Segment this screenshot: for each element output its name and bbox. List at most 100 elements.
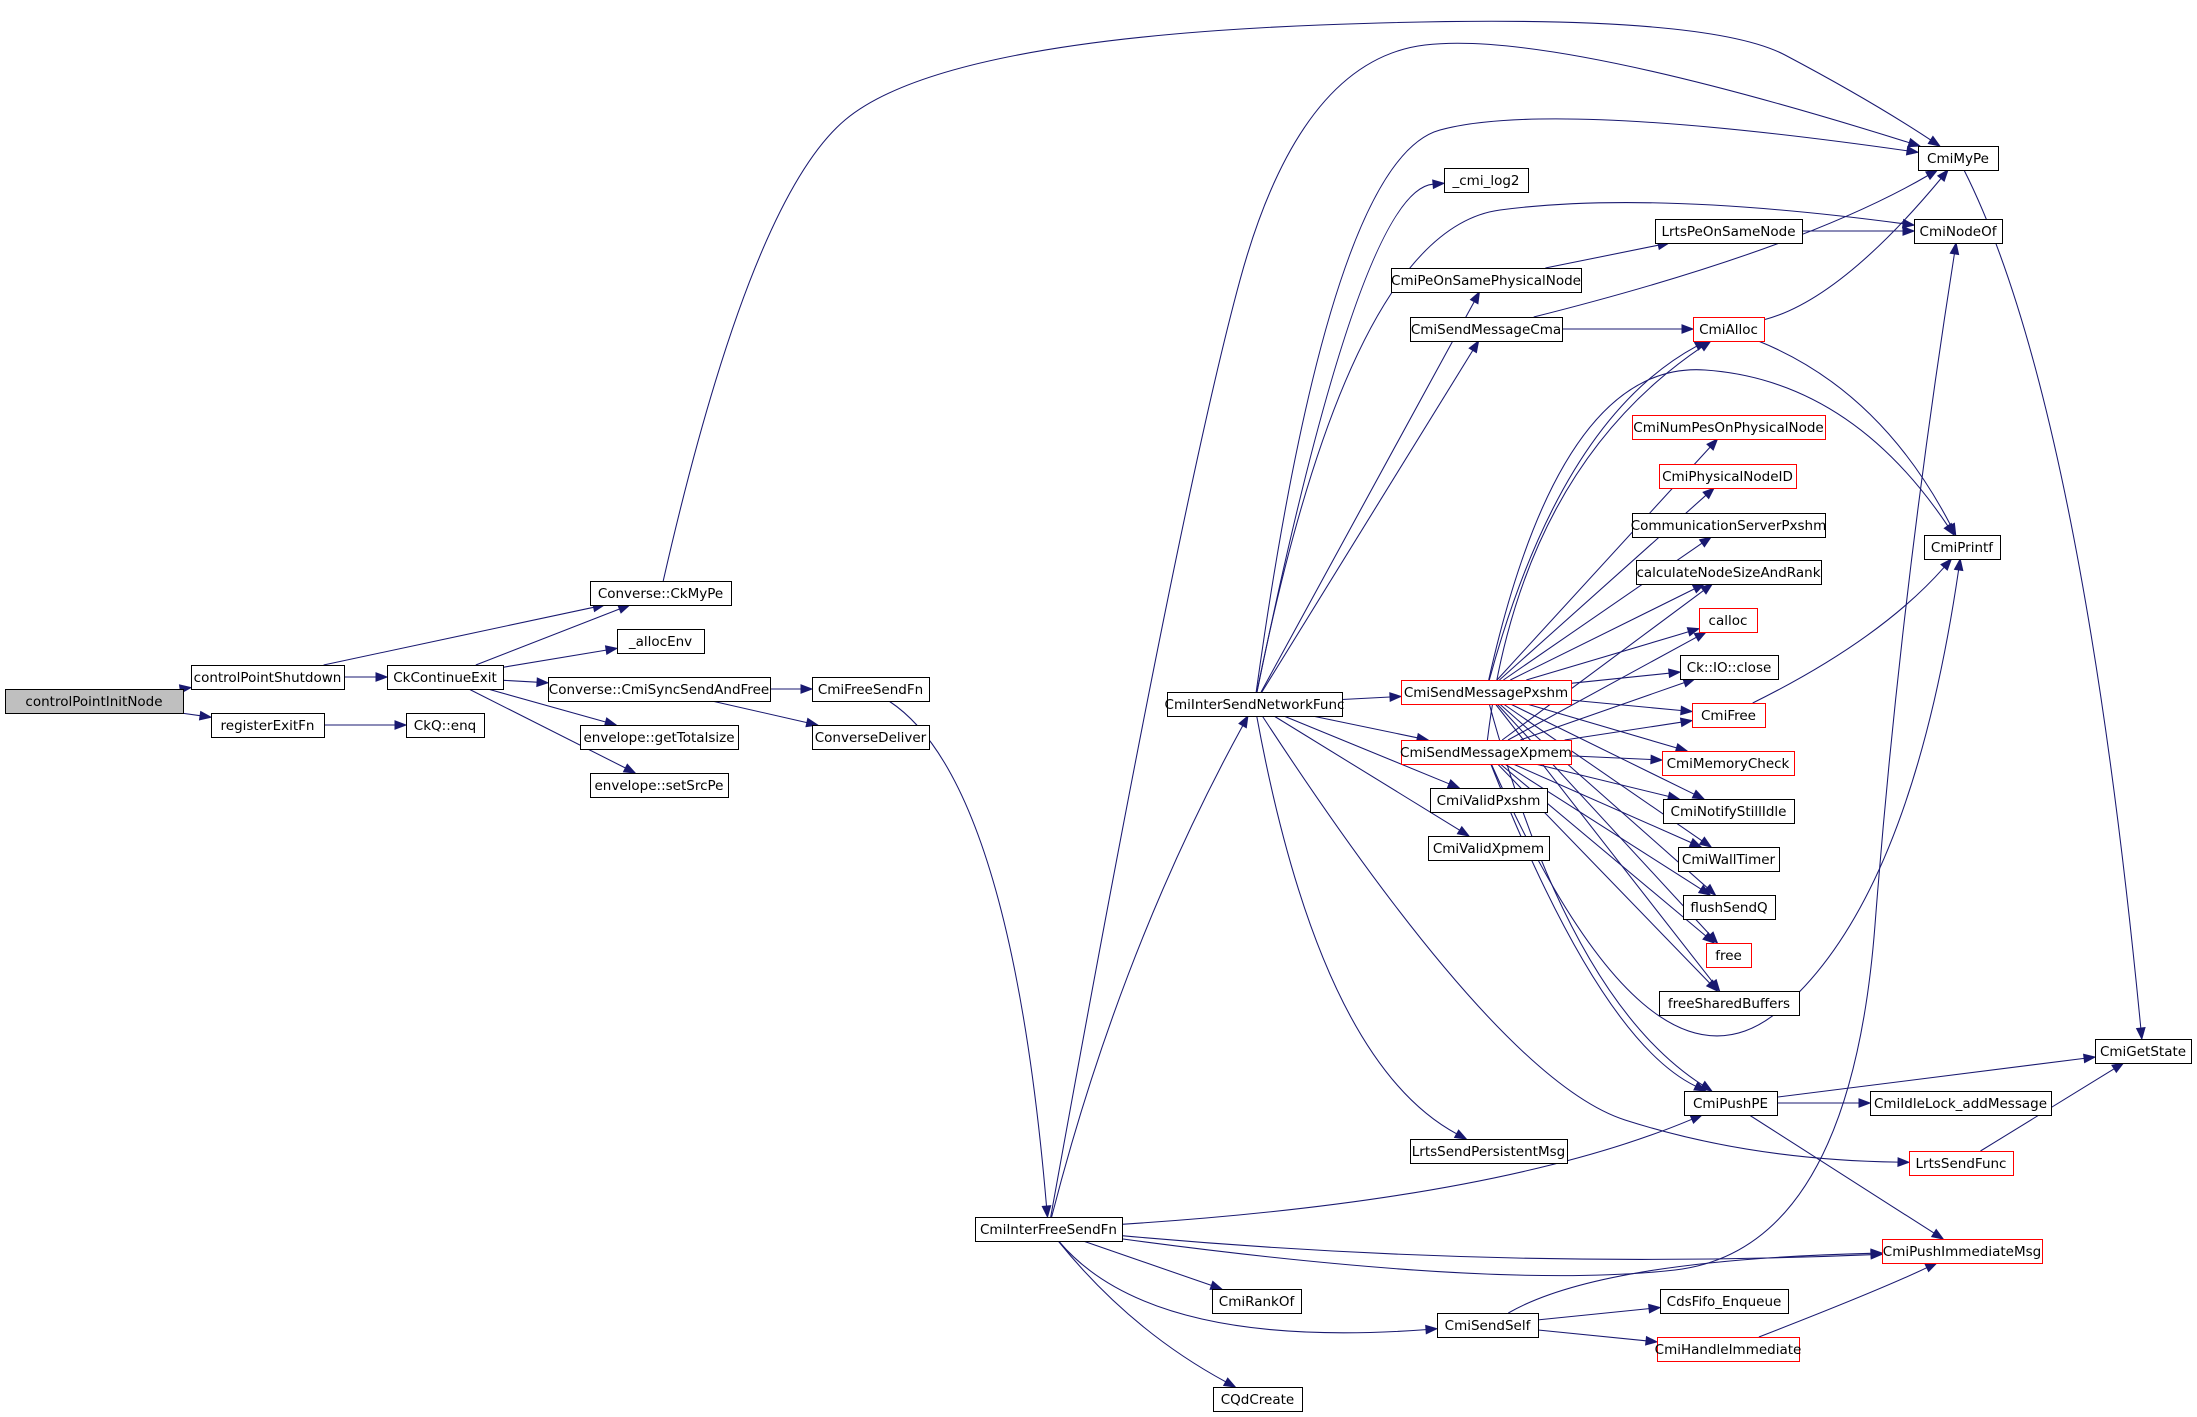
node-cmi-physical-node-id[interactable]: CmiPhysicalNodeID [1659,464,1797,489]
node-calloc[interactable]: calloc [1699,608,1758,633]
node-cmi-notify-still-idle[interactable]: CmiNotifyStillIdle [1663,799,1795,824]
node-box [1213,1387,1303,1412]
edge-arrowhead [2111,1062,2125,1074]
edge-line [1488,369,1949,681]
edge-arrowhead [1924,1262,1939,1273]
node-cmi-get-state[interactable]: CmiGetState [2095,1039,2192,1064]
edge-line [1776,1057,2085,1098]
node-free-shared-buffers[interactable]: freeSharedBuffers [1659,991,1800,1016]
node-converse-cmi-sync-send-and-free[interactable]: Converse::CmiSyncSendAndFree [548,677,771,702]
node-cmi-send-message-cma[interactable]: CmiSendMessageCma [1410,317,1563,342]
node-cmi-inter-send-network-func[interactable]: CmiInterSendNetworkFunc [1165,692,1345,717]
node-box [812,725,930,750]
edge-cmi-send-message-xpmem-to-cmi-push-pe [1490,763,1707,1092]
node-cmi-valid-xpmem[interactable]: CmiValidXpmem [1428,836,1550,861]
node-cmi-push-pe[interactable]: CmiPushPE [1684,1091,1778,1116]
edge-arrowhead [1679,717,1694,728]
node-label: Converse::CkMyPe [598,586,723,602]
node-label: CmiPhysicalNodeID [1662,469,1793,485]
node-communication-server-pxshm[interactable]: CommunicationServerPxshm [1631,513,1827,538]
node-cmi-free-send-fn[interactable]: CmiFreeSendFn [812,677,930,702]
node-label: CmiFree [1701,708,1756,724]
node-ck-qenq[interactable]: CkQ::enq [406,713,485,738]
node-cmi-inter-free-send-fn[interactable]: CmiInterFreeSendFn [975,1217,1123,1242]
edge-arrowhead [1674,743,1689,753]
node-cmi-my-pe[interactable]: CmiMyPe [1918,146,1999,171]
node-label: CmiMyPe [1927,151,1989,167]
node-box [406,713,485,738]
node-label: CmiFreeSendFn [818,682,923,698]
node-cmi-handle-immediate[interactable]: CmiHandleImmediate [1655,1337,1802,1362]
node-cmi-alloc[interactable]: CmiAlloc [1693,317,1765,342]
node-label: calloc [1709,613,1748,629]
node-calculate-node-size-and-rank[interactable]: calculateNodeSizeAndRank [1636,560,1822,585]
node-free[interactable]: free [1706,943,1752,968]
node-label: CmiSendMessageCma [1411,322,1561,338]
edge-cmi-send-message-pxshm-to-ck-ioclose [1570,668,1682,684]
node-cmi-send-self[interactable]: CmiSendSelf [1437,1313,1539,1338]
node-cmi-pe-on-same-physical-node[interactable]: CmiPeOnSamePhysicalNode [1391,268,1582,293]
node-cmi-num-pes-on-physical-node[interactable]: CmiNumPesOnPhysicalNode [1632,415,1826,440]
edge-arrowhead [1930,1228,1945,1240]
node-cmi-send-message-pxshm[interactable]: CmiSendMessagePxshm [1401,680,1572,705]
edge-cmi-push-pe-to-cmi-push-immediate-msg [1749,1114,1945,1240]
node-cmi-memory-check[interactable]: CmiMemoryCheck [1662,751,1795,776]
node-converse-deliver[interactable]: ConverseDeliver [812,725,930,750]
node-flush-send-q[interactable]: flushSendQ [1683,895,1776,920]
edge-cmi-inter-send-network-func-to-cmi-valid-xpmem [1273,715,1471,837]
node-cmi-idle-lock-add-message[interactable]: CmiIdleLock_addMessage [1870,1091,2052,1116]
edge-arrowhead [1238,714,1249,729]
node-label: freeSharedBuffers [1668,996,1790,1012]
edge-line [1758,1267,1928,1338]
node-cmi-wall-timer[interactable]: CmiWallTimer [1678,847,1780,872]
node-lrts-pe-on-same-node[interactable]: LrtsPeOnSameNode [1655,219,1803,244]
node-box [1444,168,1529,193]
node-box [1655,219,1803,244]
edge-arrowhead [617,604,632,614]
node-envelope-set-src-pe[interactable]: envelope::setSrcPe [590,773,729,798]
edge-cmi-send-message-pxshm-to-cmi-printf [1488,369,1955,681]
node-label: controlPointShutdown [194,670,342,686]
node-label: LrtsSendFunc [1916,1156,2007,1172]
node-cmi-push-immediate-msg[interactable]: CmiPushImmediateMsg [1882,1239,2043,1264]
node-cmi-printf[interactable]: CmiPrintf [1924,535,2001,560]
node-cqd-create[interactable]: CQdCreate [1213,1387,1303,1412]
node-register-exit-fn[interactable]: registerExitFn [211,713,325,738]
edge-arrowhead [1688,837,1703,848]
node-cmi-node-of[interactable]: CmiNodeOf [1914,219,2003,244]
node-lrts-send-func[interactable]: LrtsSendFunc [1909,1151,2014,1176]
node-cmi-log2[interactable]: _cmi_log2 [1444,168,1529,193]
node-cmi-send-message-xpmem[interactable]: CmiSendMessageXpmem [1400,740,1572,765]
node-cds-fifo-enqueue[interactable]: CdsFifo_Enqueue [1660,1289,1789,1314]
node-label: envelope::getTotalsize [583,730,734,746]
edge-arrowhead [1858,1098,1872,1108]
edge-line [1545,244,1659,269]
node-ck-continue-exit[interactable]: CkContinueExit [387,665,504,690]
edge-cmi-inter-send-network-func-to-cmi-valid-pxshm [1283,715,1461,789]
edge-arrowhead [2135,1027,2146,1041]
node-alloc-env[interactable]: _allocEnv [617,629,705,654]
edge-arrowhead [1041,1205,1052,1219]
edge-arrowhead [1905,145,1920,156]
edge-line [1312,715,1418,739]
node-envelope-get-totalsize[interactable]: envelope::getTotalsize [580,725,739,750]
edge-cmi-inter-free-send-fn-to-cmi-inter-send-network-func [1051,714,1249,1218]
edge-control-point-shutdown-to-converse-ck-my-pe [323,602,606,666]
edge-line [1520,682,1685,741]
node-box [1212,1289,1302,1314]
edge-arrowhead [1453,1129,1468,1140]
node-cmi-rank-of[interactable]: CmiRankOf [1212,1289,1302,1314]
edge-line [1533,175,1929,318]
edge-line [1255,118,1908,693]
edge-arrowhead [1693,631,1708,642]
node-ck-ioclose[interactable]: Ck::IO::close [1680,655,1779,680]
node-cmi-free[interactable]: CmiFree [1692,703,1766,728]
node-cmi-valid-pxshm[interactable]: CmiValidPxshm [1430,788,1548,813]
node-label: envelope::setSrcPe [595,778,724,794]
node-lrts-send-persistent-msg[interactable]: LrtsSendPersistentMsg [1410,1139,1568,1164]
edge-line [1512,763,1692,844]
edge-line [1083,1240,1212,1286]
node-control-point-init-node[interactable]: controlPointInitNode [5,689,184,714]
node-control-point-shutdown[interactable]: controlPointShutdown [191,665,345,690]
node-converse-ck-my-pe[interactable]: Converse::CkMyPe [590,581,732,606]
